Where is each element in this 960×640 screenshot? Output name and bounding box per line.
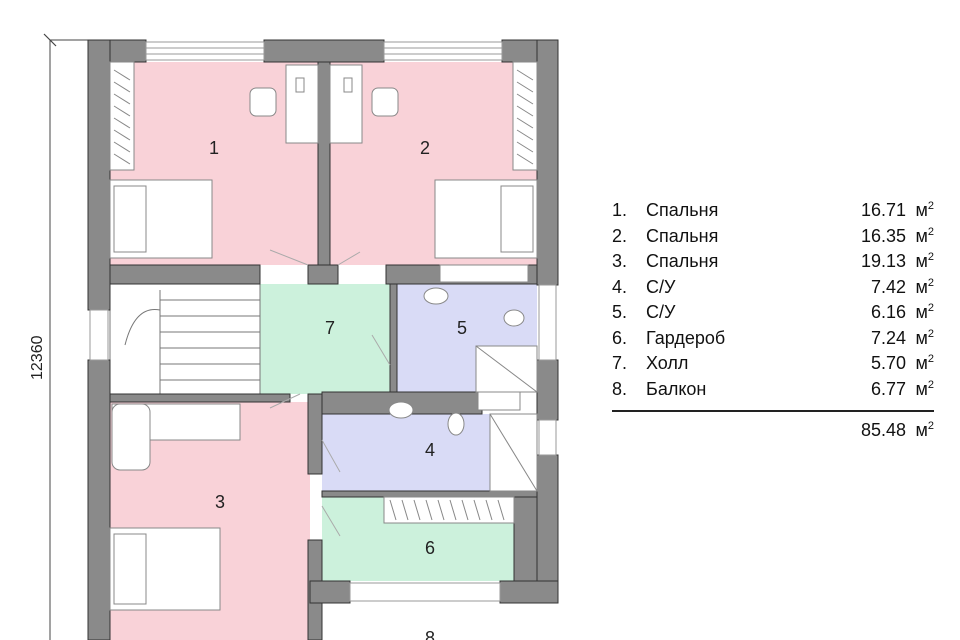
legend-room-name: Балкон [646, 378, 707, 399]
dimension-label: 12360 [29, 335, 46, 380]
legend-row: 3. Спальня 19.13 м2 [612, 249, 934, 275]
legend-number: 2. [612, 225, 628, 246]
wardrobes [109, 61, 538, 524]
legend-unit: м2 [915, 225, 935, 246]
legend-total-row: 85.48 м2 [612, 420, 934, 441]
legend-room-name: Спальня [646, 200, 719, 221]
room-number-3: 3 [215, 492, 225, 512]
legend-room-name: Гардероб [646, 327, 726, 348]
legend-total-unit: м2 [915, 420, 935, 440]
legend-room-name: С/У [646, 302, 676, 323]
legend-area: 19.13 [860, 251, 906, 272]
sofa [111, 403, 241, 471]
legend-number: 5. [612, 302, 628, 323]
room-number-1: 1 [209, 138, 219, 158]
legend-area: 7.24 [870, 327, 906, 348]
area-legend: 1. Спальня 16.71 м2 2. Спальня 16.35 м2 … [612, 198, 934, 441]
legend-unit: м2 [915, 327, 935, 348]
beds [109, 179, 538, 611]
legend-unit: м2 [915, 353, 935, 374]
legend-number: 4. [612, 276, 628, 297]
bathroom-fixtures [388, 264, 538, 492]
legend-unit: м2 [915, 302, 935, 323]
legend-room-name: Холл [646, 353, 689, 374]
legend-number: 7. [612, 353, 628, 374]
room-number-5: 5 [457, 318, 467, 338]
legend-row: 8. Балкон 6.77 м2 [612, 377, 934, 403]
legend-area: 16.35 [860, 225, 906, 246]
legend-area: 7.42 [870, 276, 906, 297]
room-number-7: 7 [325, 318, 335, 338]
legend-unit: м2 [915, 200, 935, 221]
legend-unit: м2 [915, 378, 935, 399]
legend-area: 6.16 [870, 302, 906, 323]
legend-row: 5. С/У 6.16 м2 [612, 300, 934, 326]
legend-unit: м2 [915, 276, 935, 297]
legend-area: 5.70 [870, 353, 906, 374]
legend-row: 1. Спальня 16.71 м2 [612, 198, 934, 224]
room-number-8: 8 [425, 628, 435, 640]
legend-room-name: Спальня [646, 225, 719, 246]
legend-number: 3. [612, 251, 628, 272]
legend-row: 4. С/У 7.42 м2 [612, 275, 934, 301]
legend-row: 7. Холл 5.70 м2 [612, 351, 934, 377]
legend-row: 2. Спальня 16.35 м2 [612, 224, 934, 250]
room-number-6: 6 [425, 538, 435, 558]
legend-number: 6. [612, 327, 628, 348]
legend-area: 6.77 [870, 378, 906, 399]
desks [249, 64, 399, 144]
windows [89, 41, 557, 602]
floor-plan: 12360 [29, 33, 559, 640]
legend-room-name: Спальня [646, 251, 719, 272]
legend-area: 16.71 [860, 200, 906, 221]
legend-number: 8. [612, 378, 628, 399]
legend-row: 6. Гардероб 7.24 м2 [612, 326, 934, 352]
legend-divider [612, 410, 934, 412]
legend-room-name: С/У [646, 276, 676, 297]
room-number-4: 4 [425, 440, 435, 460]
legend-unit: м2 [915, 251, 935, 272]
room-number-2: 2 [420, 138, 430, 158]
legend-number: 1. [612, 200, 628, 221]
room-7-fill [260, 284, 390, 394]
legend-total: 85.48 [860, 420, 906, 440]
dimension-line [43, 33, 88, 640]
door-swings [269, 249, 391, 537]
staircase [109, 283, 261, 395]
